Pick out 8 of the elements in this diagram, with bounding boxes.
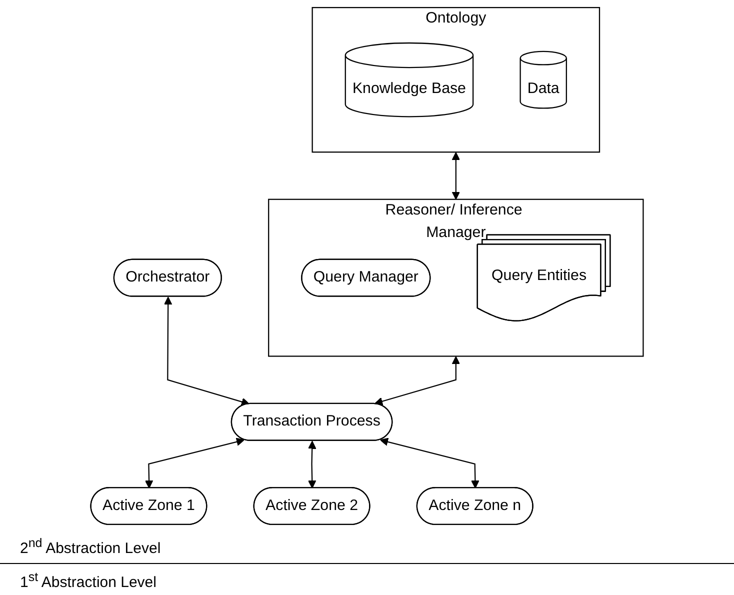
arrow	[452, 152, 460, 200]
arrow	[308, 440, 316, 488]
level-label: 2$^{nd}$ Abstraction Level	[20, 536, 161, 557]
level-label: 1$^{st}$ Abstraction Level	[20, 570, 156, 591]
arrow	[144, 438, 244, 488]
arrow	[380, 438, 480, 488]
arrow	[164, 296, 250, 406]
arrow	[374, 356, 460, 406]
